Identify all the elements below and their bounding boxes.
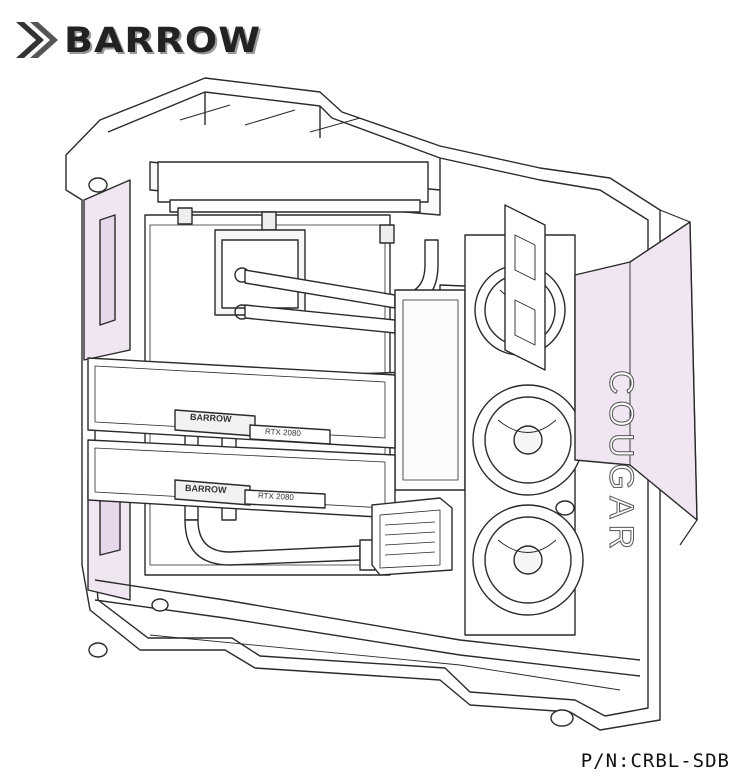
gpu-1-card-label: RTX 2080: [264, 427, 302, 438]
distribution-plate: [394, 289, 466, 491]
brand-logo: BARROW: [14, 18, 261, 62]
double-chevron-icon: [16, 22, 58, 58]
pump: [371, 497, 453, 576]
top-radiator: [157, 161, 429, 244]
case-brand-panel-text: COUGAR: [602, 370, 641, 556]
part-number: P/N:CRBL-SDB: [580, 750, 730, 772]
gpu-card-1: [87, 357, 396, 449]
gpu-1-block-label: BARROW: [189, 411, 232, 425]
front-bracket: [504, 204, 546, 371]
gpu-2-card-label: RTX 2080: [257, 491, 295, 502]
gpu-2-block-label: BARROW: [184, 482, 227, 496]
cpu-block: [214, 229, 306, 320]
brand-name: BARROW: [64, 19, 262, 61]
case-feet: [88, 177, 575, 727]
